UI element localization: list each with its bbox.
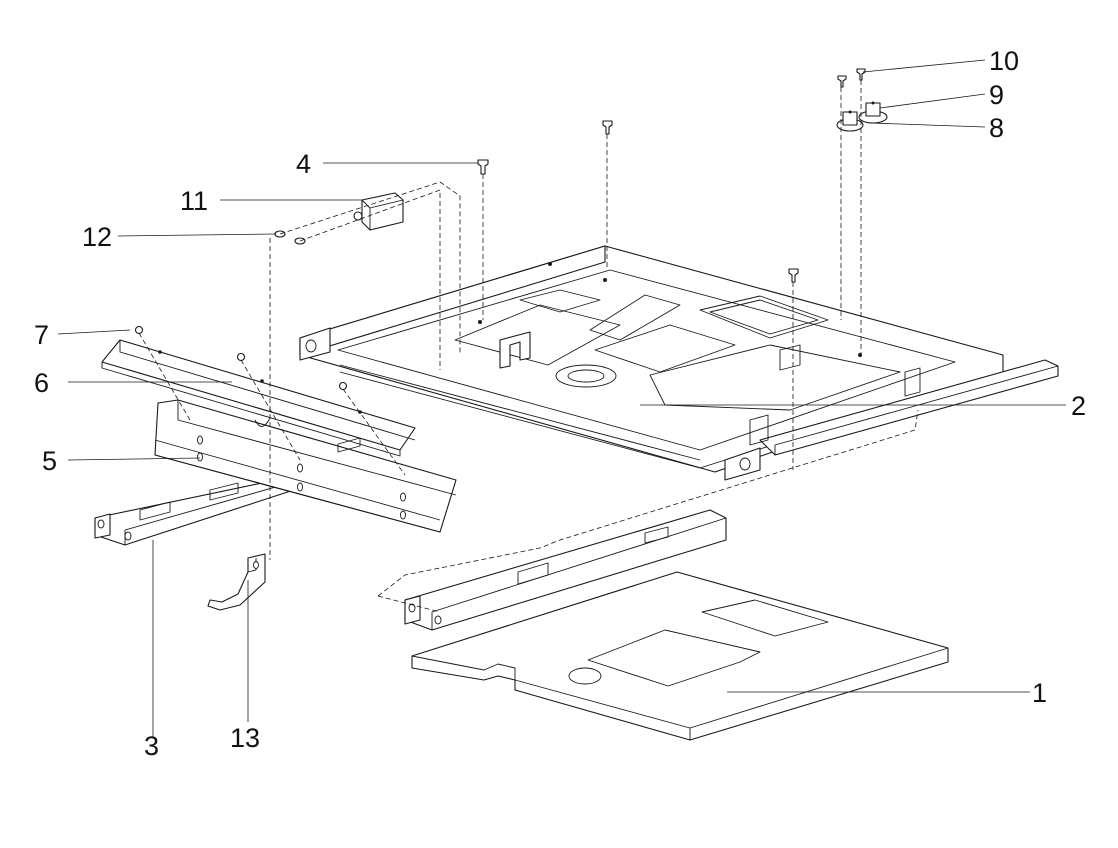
callout-3: 3 [144,731,159,761]
part-6-strip [101,339,416,457]
callout-1: 1 [1032,678,1047,708]
callout-11: 11 [180,186,208,216]
callout-8: 8 [989,113,1004,143]
part-8-9-thermostat [836,101,888,132]
part-13-bracket [207,553,266,611]
hardware-screws [134,68,866,391]
part-5-channel [154,399,457,533]
callout-12: 12 [82,222,112,252]
callout-13: 13 [230,723,260,753]
callout-7: 7 [34,320,49,350]
callout-2: 2 [1071,391,1086,421]
part-2-base-plate [299,245,1059,481]
part-rail-lower [404,509,727,631]
callout-5: 5 [42,446,57,476]
callout-10: 10 [989,46,1019,76]
part-1-bottom-pad [411,571,949,741]
assembly-lines [138,80,919,613]
callout-4: 4 [296,149,311,179]
leader-lines [57,59,1066,737]
part-11-switch [353,192,404,231]
callout-6: 6 [34,368,49,398]
callout-9: 9 [989,80,1004,110]
callout-labels: 1 2 3 4 5 6 7 8 9 10 11 12 13 [34,46,1086,761]
